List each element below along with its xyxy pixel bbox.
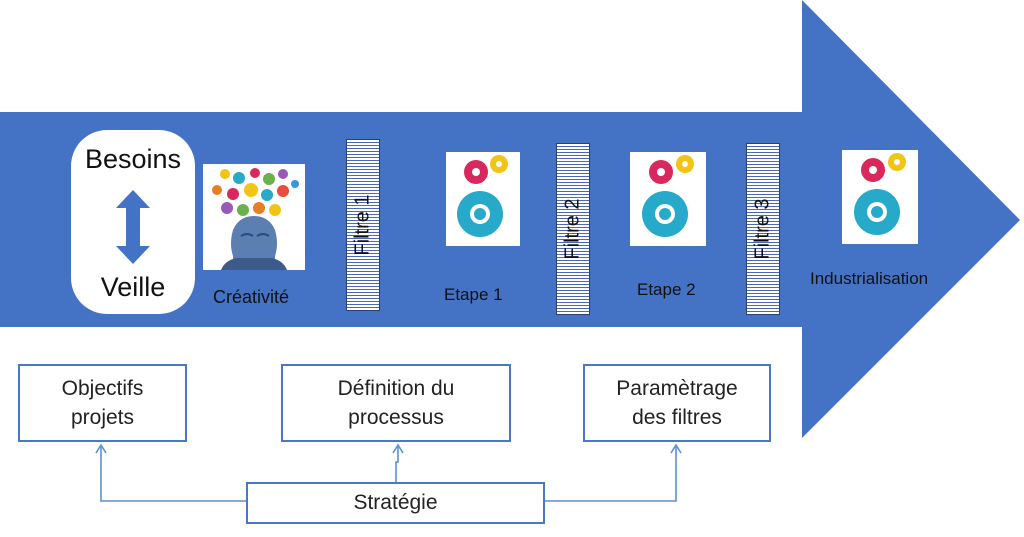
strategy-label: Stratégie (353, 491, 438, 515)
arrowhead-process (392, 443, 404, 454)
industrialisation-label: Industrialisation (810, 269, 929, 288)
double-arrow-icon (116, 190, 150, 264)
creativity-image (203, 164, 305, 270)
process-definition-box: Définition du processus (281, 364, 511, 442)
arrowhead-objectives (95, 443, 107, 454)
filter-settings-box: Paramètrage des filtres (583, 364, 771, 442)
connector-lines (100, 447, 677, 502)
process-line-2: processus (348, 406, 444, 429)
stage-2-label: Etape 2 (637, 280, 696, 299)
objectives-line-2: projets (70, 406, 134, 429)
creative-head-icon (212, 168, 299, 270)
filter-3: Filtre 3 (746, 143, 780, 315)
needs-label: Besoins (84, 144, 182, 174)
stage-1-label: Etape 1 (444, 285, 503, 304)
filter-settings-line-1: Paramètrage (616, 376, 738, 400)
stage-2-gears (630, 152, 706, 246)
gears-icon (642, 155, 694, 237)
connector-arrowheads (95, 443, 682, 454)
needs-watch-pill: Besoins Veille (71, 130, 195, 314)
stage-1-gears (446, 152, 520, 246)
gears-icon (457, 155, 508, 237)
gears-icon (854, 153, 906, 235)
strategy-box: Stratégie (246, 482, 545, 524)
filter-1: Filtre 1 (346, 139, 380, 311)
arrowhead-filters (670, 443, 682, 454)
objectives-line-1: Objectifs (61, 376, 144, 400)
objectives-box: Objectifs projets (18, 364, 187, 442)
connector-to-objectives (100, 447, 246, 502)
filter-2-label: Filtre 2 (561, 198, 584, 260)
process-line-1: Définition du (337, 376, 455, 400)
connector-to-process (395, 447, 399, 482)
connector-to-filters (545, 447, 677, 502)
creativity-label: Créativité (213, 287, 290, 307)
filter-3-label: Filtre 3 (751, 198, 774, 260)
filter-settings-line-2: des filtres (632, 406, 722, 429)
filter-1-label: Filtre 1 (351, 194, 374, 256)
watch-label: Veille (100, 272, 166, 302)
industrialisation-gears (842, 150, 918, 244)
filter-2: Filtre 2 (556, 143, 590, 315)
